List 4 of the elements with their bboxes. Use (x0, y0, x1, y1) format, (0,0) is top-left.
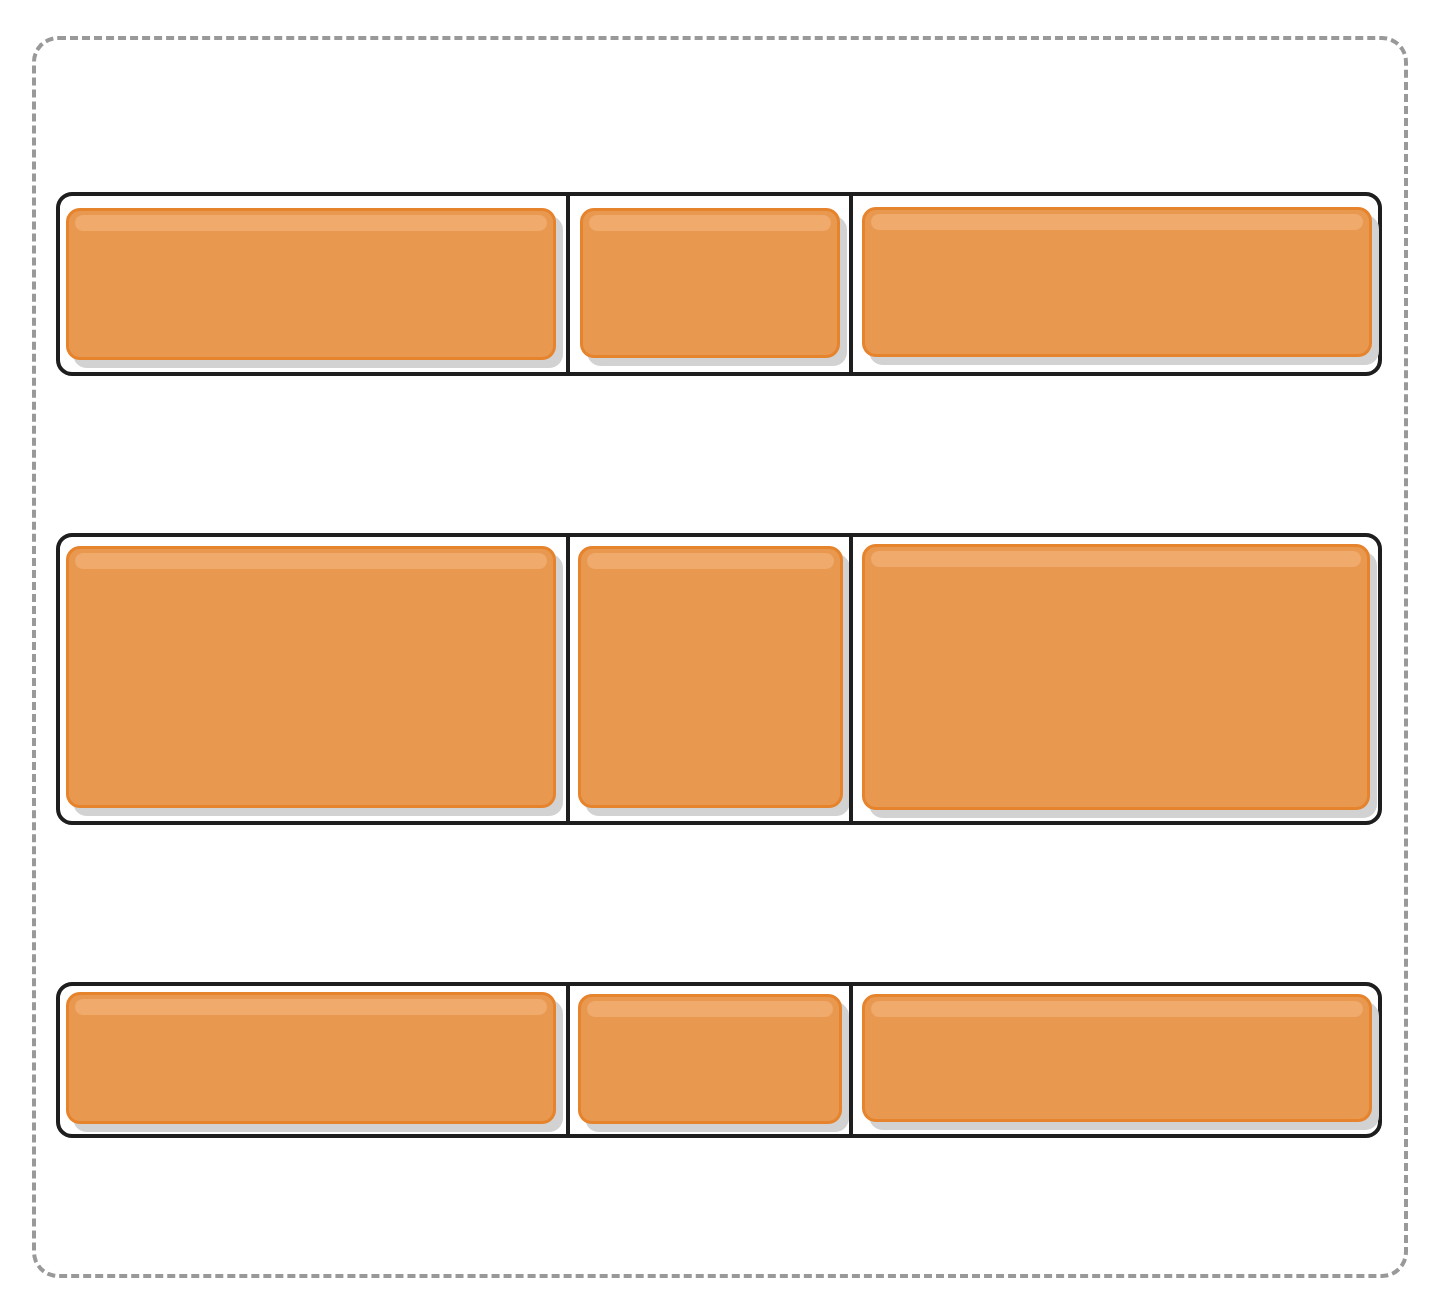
row-panel (56, 982, 1382, 1138)
row-panel (56, 533, 1382, 825)
dashed-container (32, 36, 1408, 1278)
row-panel (56, 192, 1382, 376)
